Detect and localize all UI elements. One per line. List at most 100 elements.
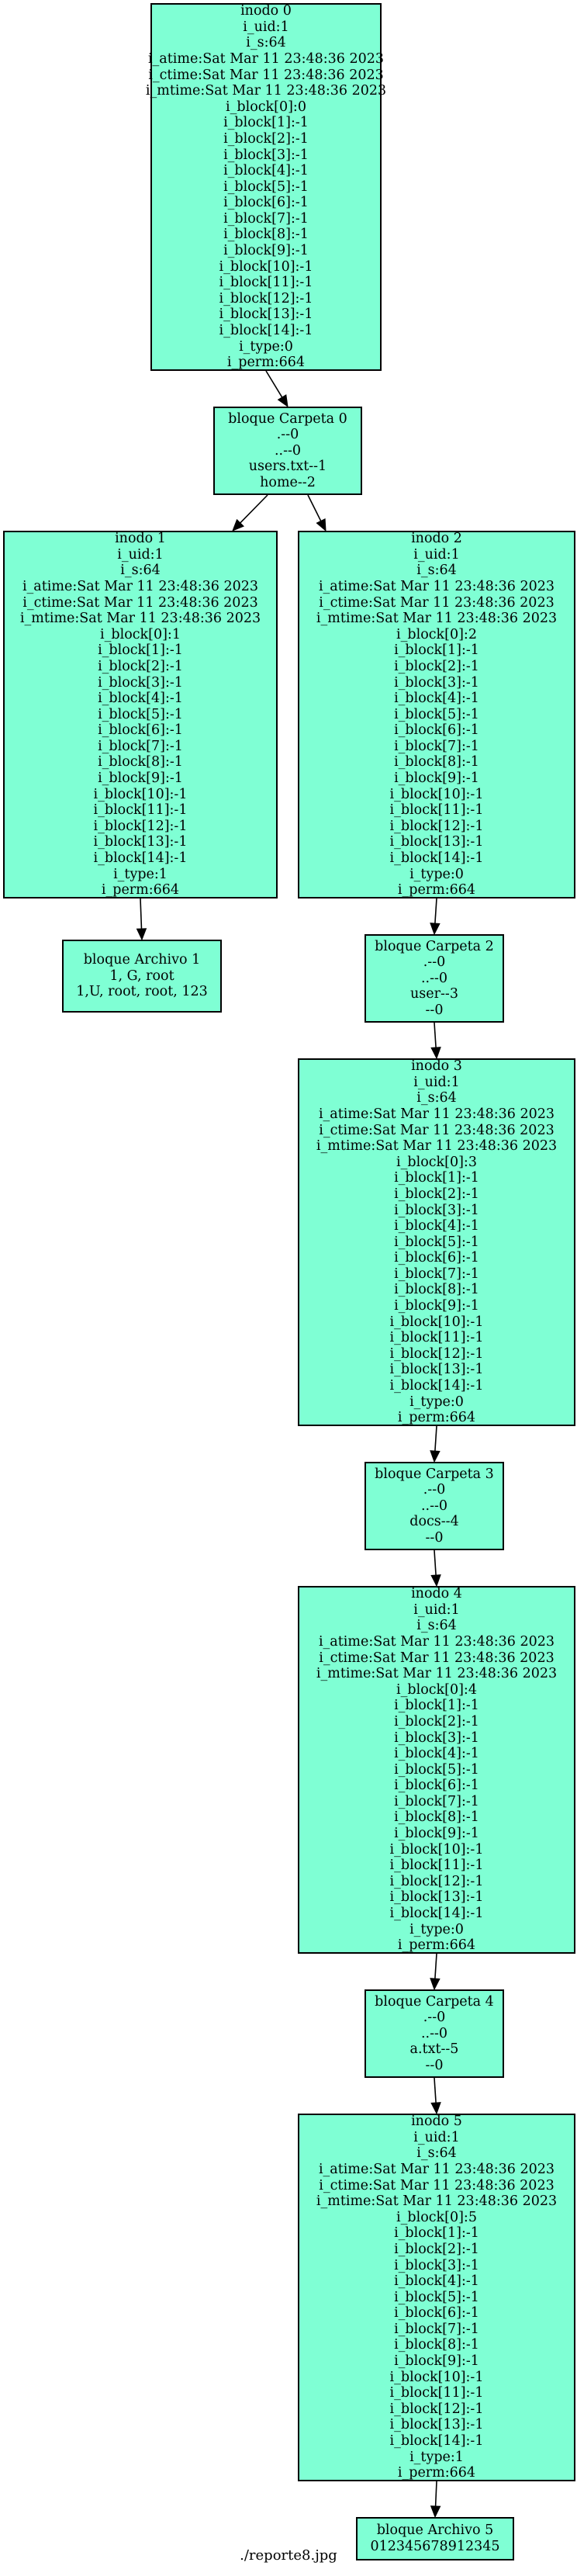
node-field: i_block[5]:-1 xyxy=(394,1234,479,1250)
node-field: i_block[3]:-1 xyxy=(394,674,479,691)
node-field: i_type:0 xyxy=(239,338,293,355)
node-field: i_block[7]:-1 xyxy=(394,738,479,754)
node-field: ..--0 xyxy=(420,970,448,986)
edge-inodo-5-to-bloque-archivo-5 xyxy=(434,2481,437,2507)
node-field: i_type:1 xyxy=(113,866,168,882)
node-field: i_block[9]:-1 xyxy=(223,243,309,259)
node-field: i_block[13]:-1 xyxy=(389,2417,484,2433)
node-field: i_block[1]:-1 xyxy=(394,2225,479,2242)
node-field: i_block[2]:-1 xyxy=(223,130,309,147)
node-field: i_block[8]:-1 xyxy=(394,1282,479,1298)
node-field: i_block[11]:-1 xyxy=(389,802,484,819)
node-field: i_uid:1 xyxy=(413,1074,460,1090)
node-title: inodo 2 xyxy=(411,531,462,547)
node-field: i_s:64 xyxy=(416,1090,457,1106)
node-field: i_block[4]:-1 xyxy=(394,1746,479,1762)
node-field: i_block[12]:-1 xyxy=(389,818,484,834)
node-field: --0 xyxy=(425,1529,444,1546)
node-field: i_block[12]:-1 xyxy=(93,818,188,834)
node-field: i_block[4]:-1 xyxy=(394,1218,479,1234)
arrowhead-bloque-archivo-5 xyxy=(430,2505,441,2519)
node-field: i_uid:1 xyxy=(413,2129,460,2145)
node-field: i_uid:1 xyxy=(413,1601,460,1618)
node-field: i_block[9]:-1 xyxy=(394,1298,479,1314)
node-field: i_block[13]:-1 xyxy=(389,1362,484,1378)
node-field: i_block[10]:-1 xyxy=(389,786,484,802)
node-field: i_block[14]:-1 xyxy=(93,850,188,867)
node-field: i_block[12]:-1 xyxy=(219,290,313,306)
node-field: i_mtime:Sat Mar 11 23:48:36 2023 xyxy=(316,2193,558,2210)
node-field: i_type:0 xyxy=(409,866,464,882)
node-field: i_atime:Sat Mar 11 23:48:36 2023 xyxy=(318,2161,555,2177)
node-field: i_perm:664 xyxy=(226,355,306,371)
node-field: i_mtime:Sat Mar 11 23:48:36 2023 xyxy=(145,83,387,99)
node-field: i_ctime:Sat Mar 11 23:48:36 2023 xyxy=(319,2177,555,2193)
node-title: bloque Carpeta 2 xyxy=(375,938,494,954)
node-field: i_block[2]:-1 xyxy=(98,658,183,674)
node-field: i_block[0]:1 xyxy=(100,626,181,642)
node-field: i_type:0 xyxy=(409,1394,464,1410)
node-field: --0 xyxy=(425,1002,444,1018)
edge-inodo-4-to-bloque-carpeta-4 xyxy=(434,1953,437,1979)
node-field: i_block[1]:-1 xyxy=(394,642,479,659)
node-field: i_block[9]:-1 xyxy=(394,1826,479,1842)
node-field: i_uid:1 xyxy=(243,19,289,35)
node-field: i_perm:664 xyxy=(397,882,476,898)
node-field: i_block[14]:-1 xyxy=(389,850,484,867)
node-field: i_mtime:Sat Mar 11 23:48:36 2023 xyxy=(19,611,261,627)
node-field: i_block[0]:3 xyxy=(396,1154,477,1170)
node-field: i_block[7]:-1 xyxy=(394,2321,479,2337)
node-field: i_block[8]:-1 xyxy=(394,754,479,770)
node-field: user--3 xyxy=(410,986,458,1002)
node-field: i_block[5]:-1 xyxy=(223,178,309,195)
node-field: i_mtime:Sat Mar 11 23:48:36 2023 xyxy=(316,1666,558,1682)
node-field: ..--0 xyxy=(274,442,302,459)
node-field: i_block[0]:0 xyxy=(226,99,306,115)
node-field: i_block[3]:-1 xyxy=(394,1729,479,1746)
node-field: i_block[5]:-1 xyxy=(394,1761,479,1778)
node-field: .--0 xyxy=(423,2010,446,2026)
node-field: i_perm:664 xyxy=(397,1937,476,1954)
arrowhead-inodo-4 xyxy=(430,1574,441,1587)
node-field: i_s:64 xyxy=(416,1618,457,1634)
node-field: i_block[13]:-1 xyxy=(219,306,313,323)
node-title: bloque Carpeta 3 xyxy=(375,1466,494,1482)
node-field: i_block[5]:-1 xyxy=(98,706,183,722)
node-field: i_block[11]:-1 xyxy=(93,802,188,819)
arrowhead-inodo-5 xyxy=(430,2102,441,2115)
node-field: i_atime:Sat Mar 11 23:48:36 2023 xyxy=(318,1633,555,1650)
node-field: i_block[3]:-1 xyxy=(98,674,183,691)
node-field: i_block[12]:-1 xyxy=(389,1873,484,1889)
node-field: i_block[2]:-1 xyxy=(394,1186,479,1202)
node-field: i_ctime:Sat Mar 11 23:48:36 2023 xyxy=(319,1650,555,1666)
node-field: i_block[6]:-1 xyxy=(394,722,479,739)
node-field: i_block[12]:-1 xyxy=(389,2401,484,2417)
node-field: i_block[0]:2 xyxy=(396,626,477,642)
node-field: i_ctime:Sat Mar 11 23:48:36 2023 xyxy=(319,1122,555,1138)
node-field: i_block[2]:-1 xyxy=(394,1713,479,1729)
node-title: inodo 1 xyxy=(115,531,166,547)
node-field: i_mtime:Sat Mar 11 23:48:36 2023 xyxy=(316,1138,558,1155)
node-field: i_block[1]:-1 xyxy=(98,642,183,659)
node-field: i_block[11]:-1 xyxy=(389,1858,484,1874)
node-field: i_block[7]:-1 xyxy=(223,210,309,227)
edge-inodo-0-to-bloque-carpeta-0 xyxy=(265,370,283,398)
node-field: i_block[7]:-1 xyxy=(394,1793,479,1809)
node-field: i_block[14]:-1 xyxy=(219,323,313,339)
node-field: i_block[11]:-1 xyxy=(389,1330,484,1346)
node-title: bloque Archivo 5 xyxy=(376,2522,494,2539)
node-field: i_block[10]:-1 xyxy=(389,2369,484,2385)
node-field: i_perm:664 xyxy=(101,882,180,898)
node-field: i_block[1]:-1 xyxy=(223,115,309,131)
node-field: --0 xyxy=(425,2057,444,2073)
edge-inodo-2-to-bloque-carpeta-2 xyxy=(434,898,437,924)
node-field: users.txt--1 xyxy=(248,459,327,475)
